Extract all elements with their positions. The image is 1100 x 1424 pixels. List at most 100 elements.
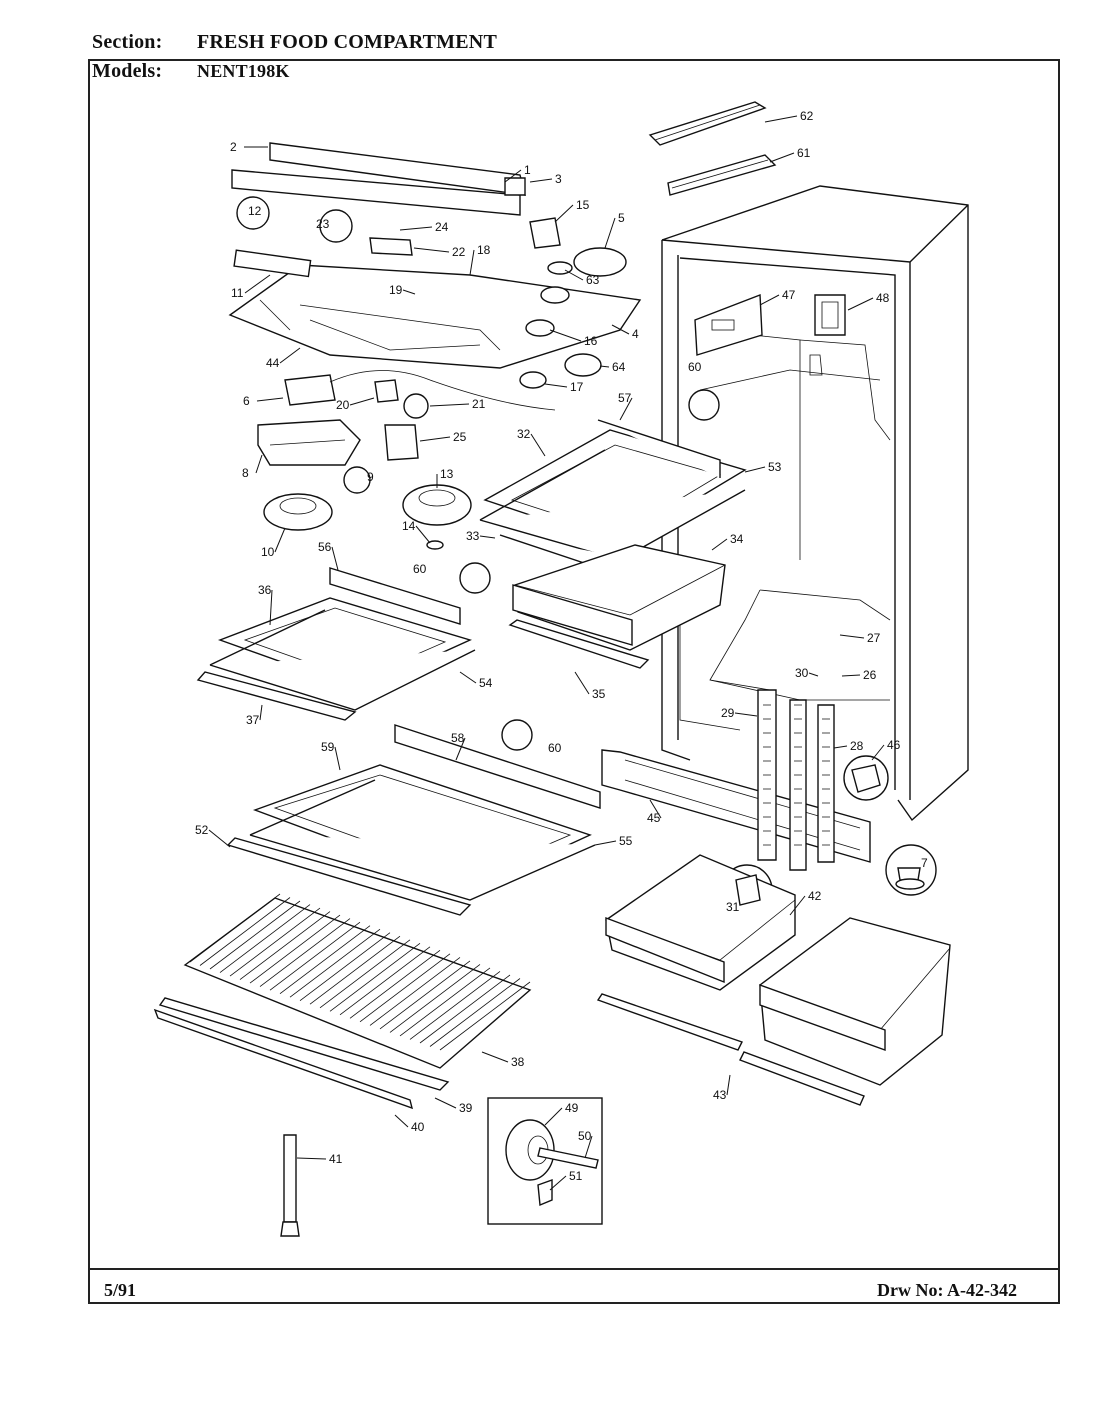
leader-line-25 xyxy=(419,436,451,442)
callout-63: 63 xyxy=(586,273,600,287)
callout-16: 16 xyxy=(584,334,598,348)
shelf-32-and-pan-34 xyxy=(479,419,747,669)
callout-34: 34 xyxy=(730,532,744,546)
callout-58: 58 xyxy=(451,731,465,745)
leader-line-27 xyxy=(839,634,865,639)
callout-14: 14 xyxy=(402,519,416,533)
leader-line-26 xyxy=(841,674,861,677)
leader-line-49 xyxy=(544,1107,563,1126)
callout-60: 60 xyxy=(688,360,702,374)
leader-line-16 xyxy=(549,329,582,342)
callout-9: 9 xyxy=(367,470,374,484)
callout-13: 13 xyxy=(440,467,454,481)
callout-64: 64 xyxy=(612,360,626,374)
callout-18: 18 xyxy=(477,243,491,257)
leader-line-10 xyxy=(274,527,286,553)
leader-line-24 xyxy=(399,226,433,231)
callout-49: 49 xyxy=(565,1101,579,1115)
callout-50: 50 xyxy=(578,1129,592,1143)
control-housing xyxy=(228,142,642,550)
leader-line-14 xyxy=(415,525,431,544)
section-title: FRESH FOOD COMPARTMENT xyxy=(197,31,497,53)
leader-line-35 xyxy=(574,671,590,695)
callout-19: 19 xyxy=(389,283,403,297)
leader-line-37 xyxy=(259,704,263,721)
leader-line-29 xyxy=(734,712,758,717)
leader-line-59 xyxy=(334,746,341,771)
callout-27: 27 xyxy=(867,631,881,645)
leader-line-5 xyxy=(604,217,616,249)
shelf-supports xyxy=(757,689,835,871)
callout-51: 51 xyxy=(569,1169,583,1183)
callout-5: 5 xyxy=(618,211,625,225)
callout-26: 26 xyxy=(863,668,877,682)
leader-line-4 xyxy=(611,324,630,335)
leader-line-52 xyxy=(208,829,231,848)
leader-line-33 xyxy=(479,535,496,539)
callout-24: 24 xyxy=(435,220,449,234)
leader-line-34 xyxy=(711,538,728,551)
callout-53: 53 xyxy=(768,460,782,474)
leader-line-47 xyxy=(759,294,780,306)
callout-37: 37 xyxy=(246,713,260,727)
leader-line-44 xyxy=(279,347,301,364)
leader-line-55 xyxy=(594,840,617,846)
leader-line-51 xyxy=(549,1175,567,1191)
callout-39: 39 xyxy=(459,1101,473,1115)
callout-25: 25 xyxy=(453,430,467,444)
drawing-number: Drw No: A-42-342 xyxy=(877,1280,1017,1300)
leader-line-20 xyxy=(349,397,375,406)
leader-line-57 xyxy=(619,397,633,421)
leader-line-18 xyxy=(469,249,475,276)
leader-line-63 xyxy=(564,269,584,281)
leader-line-43 xyxy=(726,1074,731,1096)
callout-60: 60 xyxy=(413,562,427,576)
callout-2: 2 xyxy=(230,140,237,154)
callout-60: 60 xyxy=(548,741,562,755)
leader-line-45 xyxy=(649,799,662,819)
leader-line-6 xyxy=(256,397,284,402)
callout-43: 43 xyxy=(713,1088,727,1102)
leader-line-8 xyxy=(255,454,263,474)
crisper-pans xyxy=(596,854,951,1106)
callout-7: 7 xyxy=(921,856,928,870)
leader-line-21 xyxy=(429,403,470,407)
leader-line-1 xyxy=(504,169,522,183)
callout-44: 44 xyxy=(266,356,280,370)
callout-40: 40 xyxy=(411,1120,425,1134)
leader-line-50 xyxy=(584,1135,593,1159)
callout-32: 32 xyxy=(517,427,531,441)
callout-61: 61 xyxy=(797,146,811,160)
leader-line-30 xyxy=(808,672,819,677)
section-label: Section: xyxy=(92,31,163,53)
leader-line-32 xyxy=(530,433,546,457)
callout-8: 8 xyxy=(242,466,249,480)
leader-line-38 xyxy=(481,1051,509,1063)
callout-4: 4 xyxy=(632,327,639,341)
callout-45: 45 xyxy=(647,811,661,825)
leader-line-54 xyxy=(459,671,477,684)
leader-line-40 xyxy=(394,1114,409,1128)
leader-line-53 xyxy=(744,466,766,473)
callout-29: 29 xyxy=(721,706,735,720)
refrigerator-cabinet xyxy=(661,185,969,822)
leader-line-64 xyxy=(599,365,610,368)
detail-content xyxy=(735,764,925,906)
callout-59: 59 xyxy=(321,740,335,754)
callout-47: 47 xyxy=(782,288,796,302)
shelf-59 xyxy=(226,724,601,916)
callout-52: 52 xyxy=(195,823,209,837)
leader-line-48 xyxy=(847,297,874,311)
callout-20: 20 xyxy=(336,398,350,412)
model-number: NENT198K xyxy=(197,61,290,81)
callout-11: 11 xyxy=(231,286,244,300)
callout-56: 56 xyxy=(318,540,332,554)
grille-shelf-38 xyxy=(153,893,532,1110)
thermometer-41 xyxy=(280,1134,300,1237)
callout-6: 6 xyxy=(243,394,250,408)
callout-1: 1 xyxy=(524,163,531,177)
callout-21: 21 xyxy=(472,397,486,411)
callout-46: 46 xyxy=(887,738,901,752)
leader-line-42 xyxy=(789,895,806,916)
